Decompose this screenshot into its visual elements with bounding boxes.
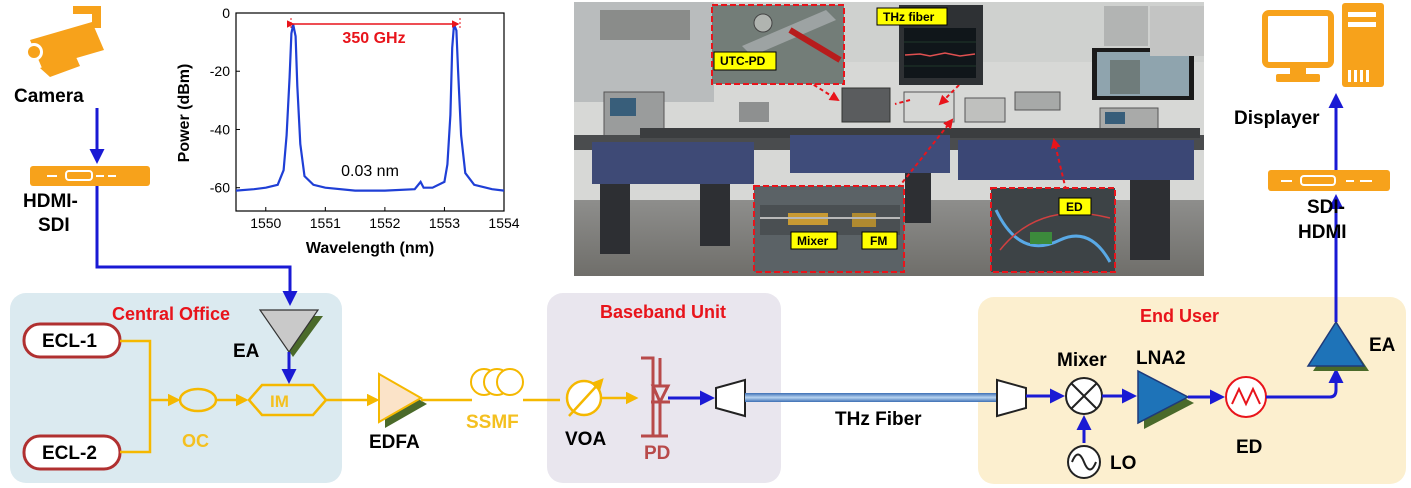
mixer-tag: Mixer xyxy=(797,234,829,248)
chart-xlabel: Wavelength (nm) xyxy=(306,240,434,257)
ed-label: ED xyxy=(1236,437,1262,458)
resolution-annotation: 0.03 nm xyxy=(341,163,399,180)
edfa-amplifier-icon xyxy=(378,372,427,428)
baseband-unit-title: Baseband Unit xyxy=(600,302,726,322)
hdmi-sdi-converter-icon xyxy=(30,166,150,186)
ecl1-label: ECL-1 xyxy=(42,331,97,352)
spectrum-chart: 1550 1551 1552 1553 1554 0 -20 -40 -60 Power (dB… xyxy=(176,5,520,257)
ed-envelope-detector-icon xyxy=(1225,376,1267,418)
thz-fiber-line xyxy=(745,393,997,402)
im-label: IM xyxy=(270,392,289,411)
chart-ylabel: Power (dBm) xyxy=(176,64,193,163)
x-tick-label: 1554 xyxy=(488,215,519,231)
ea-left-label: EA xyxy=(233,341,260,362)
ecl1-block: ECL-1 xyxy=(22,322,122,359)
hdmi-sdi-label-line1: HDMI- xyxy=(23,191,78,212)
x-tick-label: 1552 xyxy=(369,215,400,231)
computer-display-icon xyxy=(1262,3,1384,87)
pd-label: PD xyxy=(644,443,670,464)
y-tick-label: -20 xyxy=(210,63,230,79)
lna2-amplifier-icon xyxy=(1137,369,1194,429)
sdi-hdmi-label-line1: SDI- xyxy=(1307,197,1345,218)
ea-amplifier-icon xyxy=(258,309,323,357)
thz-coupler-right-icon xyxy=(996,378,1027,418)
thz-fiber-tag: THz fiber xyxy=(883,10,935,24)
thz-coupler-left-icon xyxy=(715,378,746,418)
spectrum-series-line xyxy=(235,24,505,192)
y-tick-label: -40 xyxy=(210,121,230,137)
x-tick-label: 1550 xyxy=(250,215,281,231)
edfa-label: EDFA xyxy=(369,432,420,453)
ecl2-fiber xyxy=(120,400,152,454)
converter-to-ea-line xyxy=(95,186,298,306)
utc-pd-tag: UTC-PD xyxy=(720,54,766,68)
oc-label: OC xyxy=(182,431,209,451)
sdi-hdmi-label-line2: HDMI xyxy=(1298,222,1347,243)
lab-setup-photo: UTC-PD THz fiber Mixer FM ED xyxy=(574,2,1204,276)
ssmf-label: SSMF xyxy=(466,412,519,433)
voa-label: VOA xyxy=(565,429,606,450)
ssmf-fiber-spool-icon xyxy=(470,368,524,396)
ed-inset xyxy=(991,188,1115,272)
sdi-hdmi-converter-icon xyxy=(1268,170,1390,191)
camera-icon xyxy=(25,6,104,77)
ecl1-fiber xyxy=(120,339,152,400)
mixer-label: Mixer xyxy=(1057,350,1107,371)
lna2-label: LNA2 xyxy=(1136,348,1186,369)
x-tick-label: 1551 xyxy=(310,215,341,231)
y-tick-label: 0 xyxy=(222,5,230,21)
displayer-label: Displayer xyxy=(1234,108,1320,129)
fm-tag: FM xyxy=(870,234,887,248)
lo-label: LO xyxy=(1110,453,1136,474)
ecl2-label: ECL-2 xyxy=(42,443,97,464)
end-user-title: End User xyxy=(1140,306,1219,326)
ea-right-label: EA xyxy=(1369,335,1396,356)
central-office-title: Central Office xyxy=(112,304,230,324)
ed-tag: ED xyxy=(1066,200,1083,214)
ecl2-block: ECL-2 xyxy=(22,434,122,471)
voa-attenuator-icon xyxy=(565,378,604,417)
ea-right-amplifier-icon xyxy=(1306,320,1369,371)
thz-fiber-label: THz Fiber xyxy=(835,409,922,430)
ed-to-ea-line xyxy=(1266,368,1344,399)
hdmi-sdi-label-line2: SDI xyxy=(38,215,70,236)
spacing-annotation: 350 GHz xyxy=(342,30,405,47)
y-tick-label: -60 xyxy=(210,180,230,196)
mixer-icon xyxy=(1065,377,1103,415)
x-tick-label: 1553 xyxy=(429,215,460,231)
camera-label: Camera xyxy=(14,86,84,107)
lo-source-icon xyxy=(1067,445,1101,479)
pd-photodiode-icon xyxy=(641,356,671,438)
baseband-unit-box xyxy=(547,293,781,483)
